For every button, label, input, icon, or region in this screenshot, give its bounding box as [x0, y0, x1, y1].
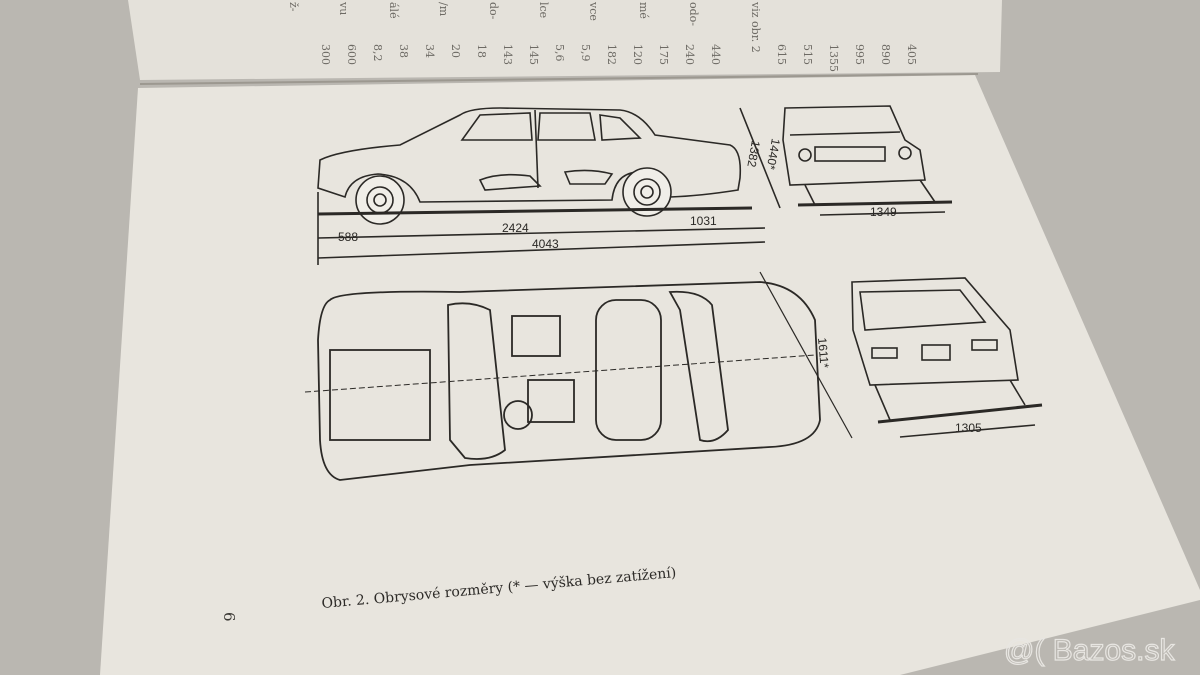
height-loaded-label: 1382	[744, 139, 762, 168]
rear-view-drawing	[851, 277, 1043, 438]
upper-page	[128, 0, 1002, 80]
upper-value: 38	[397, 44, 410, 58]
front-overhang-label: 588	[338, 230, 358, 244]
upper-value: 405	[905, 44, 918, 65]
upper-fragment: ž-	[287, 2, 300, 12]
upper-value: 890	[879, 44, 892, 65]
side-view-drawing	[317, 107, 781, 265]
upper-value: 175	[657, 44, 670, 65]
upper-fragment: lce	[537, 2, 550, 18]
upper-value: 5,9	[579, 44, 592, 62]
front-track-label: 1349	[870, 205, 897, 219]
upper-value: 300	[319, 44, 332, 65]
rear-track-label: 1305	[955, 421, 982, 435]
width-label: 1611*	[815, 337, 832, 369]
upper-value: 34	[423, 44, 436, 58]
upper-value: 182	[605, 44, 618, 65]
upper-value: 600	[345, 44, 358, 65]
upper-fragment: álé	[387, 2, 400, 19]
top-view-drawing	[304, 271, 853, 481]
upper-fragment: /m	[437, 2, 450, 17]
upper-fragment: vu	[337, 1, 350, 15]
upper-fragment: do-	[487, 2, 500, 20]
upper-fragment: vce	[587, 1, 600, 21]
upper-page-text: ž-vu álé/m do-lce vce mé odo-viz obr. 2 300 600…	[287, 1, 918, 72]
upper-value: 1355	[827, 44, 840, 72]
rear-overhang-label: 1031	[690, 214, 717, 228]
upper-fragment: odo-	[687, 2, 700, 26]
upper-value: 240	[683, 44, 696, 65]
upper-value: 18	[475, 44, 488, 58]
upper-value: 120	[631, 44, 644, 65]
height-unloaded-label: 1440*	[764, 137, 783, 171]
wheelbase-label: 2424	[502, 221, 529, 235]
upper-fragment: viz obr. 2	[749, 1, 762, 53]
page-number: 6	[220, 612, 238, 622]
upper-value: 8,2	[371, 44, 384, 62]
upper-value: 515	[801, 44, 814, 65]
watermark: @( Bazos.sk	[1004, 634, 1175, 667]
upper-value: 995	[853, 44, 866, 65]
upper-value: 5,6	[553, 44, 566, 62]
upper-value: 440	[709, 44, 722, 65]
front-view-drawing	[782, 105, 953, 216]
upper-value: 143	[501, 44, 514, 65]
upper-fragment: mé	[637, 2, 650, 19]
upper-value: 615	[775, 44, 788, 65]
lower-page	[100, 75, 1200, 675]
overall-length-label: 4043	[532, 237, 559, 251]
upper-value: 20	[449, 44, 462, 58]
page-fold	[139, 73, 979, 85]
upper-value: 145	[527, 44, 540, 65]
